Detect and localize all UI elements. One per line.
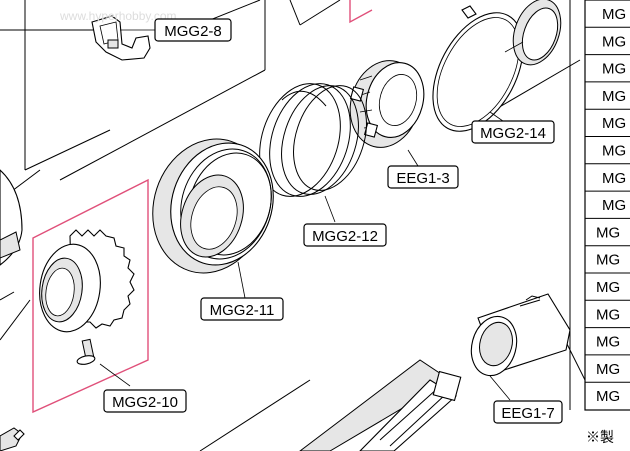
- parts-list-item: MG: [602, 88, 626, 105]
- parts-list-item: MG: [602, 115, 626, 132]
- parts-list-item: MG: [596, 306, 620, 323]
- label-mgg2-11-text: MGG2-11: [210, 302, 275, 319]
- highlight-frame-top: [349, 0, 373, 24]
- label-mgg2-12-text: MGG2-12: [312, 228, 378, 245]
- footnote: ※製: [586, 429, 614, 445]
- screw-part: [76, 338, 96, 365]
- threaded-ring-part: [152, 138, 274, 274]
- mgg2-10-highlight-frame: [32, 178, 149, 414]
- bottom-left-part: [0, 427, 25, 451]
- parts-list-item: MG: [602, 143, 626, 160]
- label-mgg2-10: MGG2-10: [103, 389, 187, 413]
- spring-part: [259, 83, 367, 197]
- label-eeg1-3-text: EEG1-3: [396, 170, 449, 187]
- label-mgg2-14: MGG2-14: [471, 120, 555, 144]
- c-ring-part: [432, 5, 524, 132]
- parts-list-item: MG: [596, 224, 620, 241]
- left-edge-part: [0, 169, 23, 301]
- sprocket-gear-part: [39, 229, 135, 333]
- label-mgg2-8-text: MGG2-8: [164, 23, 222, 40]
- parts-list-item: MG: [602, 61, 626, 78]
- watermark: www.hyperhobby.com: [59, 9, 177, 23]
- label-eeg1-7: EEG1-7: [493, 400, 563, 424]
- label-mgg2-8: MGG2-8: [154, 18, 232, 42]
- part-labels: MGG2-8 MGG2-14 EEG1-3 MGG2-12 MGG2-11 MG…: [103, 18, 563, 424]
- label-eeg1-7-text: EEG1-7: [501, 405, 554, 422]
- parts-list-item: MG: [602, 170, 626, 187]
- parts-list-item: MG: [596, 334, 620, 351]
- barrel-part: [299, 359, 462, 451]
- washer-part: [512, 0, 562, 66]
- label-mgg2-14-text: MGG2-14: [480, 125, 546, 142]
- label-mgg2-10-text: MGG2-10: [112, 394, 178, 411]
- parts-list-item: MG: [596, 361, 620, 378]
- ratchet-nut-part: [349, 60, 425, 148]
- parts-list-item: MG: [602, 197, 626, 214]
- parts-list-table: MG MG MG MG MG MG MG MG MG MG MG MG MG MG MG: [584, 0, 630, 411]
- label-mgg2-11: MGG2-11: [200, 297, 284, 321]
- parts-list-item: MG: [602, 33, 626, 50]
- parts-list-item: MG: [596, 388, 620, 405]
- parts-list-item: MG: [596, 279, 620, 296]
- leader-lines: [99, 29, 524, 401]
- parts-list-item: MG: [602, 6, 626, 23]
- top-left-part: [91, 15, 151, 61]
- sleeve-part: [470, 293, 571, 377]
- parts-list-item: MG: [596, 252, 620, 269]
- label-eeg1-3: EEG1-3: [387, 165, 459, 189]
- label-mgg2-12: MGG2-12: [303, 223, 387, 247]
